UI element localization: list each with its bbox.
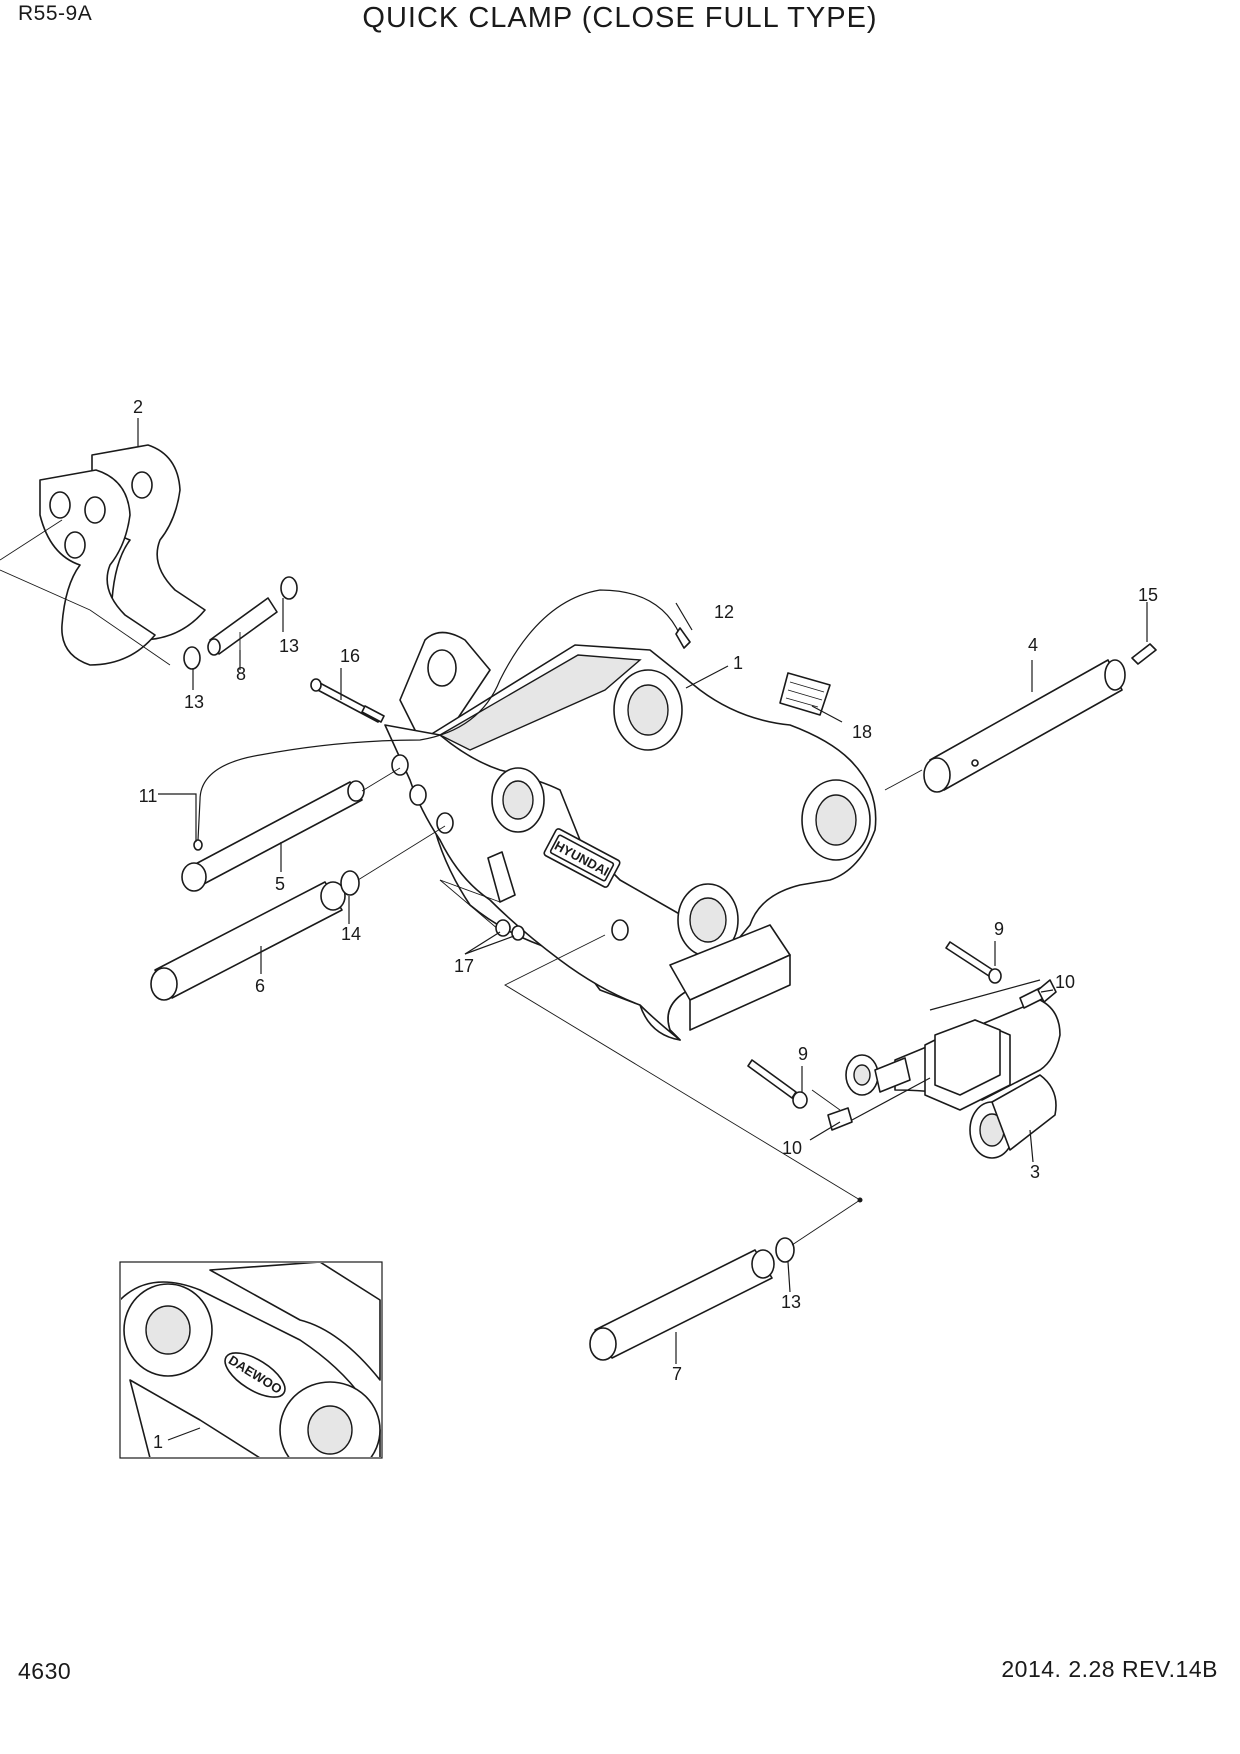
callout-9-upper: 9 bbox=[994, 919, 1004, 939]
callout-17: 17 bbox=[454, 956, 474, 976]
callout-2: 2 bbox=[133, 397, 143, 417]
callout-16: 16 bbox=[340, 646, 360, 666]
part-4-pin bbox=[884, 643, 1157, 793]
callout-18: 18 bbox=[852, 722, 872, 742]
inset-detail-box: DAEWOO bbox=[119, 1261, 383, 1459]
callout-5: 5 bbox=[275, 874, 285, 894]
callout-13-lower: 13 bbox=[781, 1292, 801, 1312]
revision-date: 2014. 2.28 REV.14B bbox=[1001, 1656, 1218, 1682]
part-8-short-pin bbox=[183, 576, 298, 670]
callout-14: 14 bbox=[341, 924, 361, 944]
callout-4: 4 bbox=[1028, 635, 1038, 655]
callout-1: 1 bbox=[733, 653, 743, 673]
callout-6: 6 bbox=[255, 976, 265, 996]
part-16-bolt bbox=[310, 678, 385, 723]
callout-13-upper-left: 13 bbox=[184, 692, 204, 712]
callout-8: 8 bbox=[236, 664, 246, 684]
callout-13-upper-right: 13 bbox=[279, 636, 299, 656]
callout-10-upper: 10 bbox=[1055, 972, 1075, 992]
part-18-label bbox=[779, 672, 831, 716]
part-11-wire-and-12-clip bbox=[193, 589, 691, 851]
part-7-pin bbox=[589, 1197, 863, 1361]
page-title: QUICK CLAMP (CLOSE FULL TYPE) bbox=[362, 2, 878, 34]
callout-15: 15 bbox=[1138, 585, 1158, 605]
part-1-clamp-body: HYUNDAI bbox=[384, 631, 877, 1201]
callout-labels: 2 13 13 8 16 12 1 4 15 18 11 5 14 6 17 9… bbox=[133, 397, 1158, 1452]
callout-10-lower: 10 bbox=[782, 1138, 802, 1158]
callout-9-lower: 9 bbox=[798, 1044, 808, 1064]
part-2-hook-plates bbox=[0, 444, 206, 666]
part-6-pin bbox=[150, 825, 446, 1001]
callout-1-inset: 1 bbox=[153, 1432, 163, 1452]
leader-lines bbox=[137, 418, 1148, 1441]
part-5-pin bbox=[181, 767, 401, 892]
callout-12: 12 bbox=[714, 602, 734, 622]
callout-3: 3 bbox=[1030, 1162, 1040, 1182]
part-3-cylinder bbox=[747, 941, 1061, 1159]
callout-11: 11 bbox=[139, 786, 158, 806]
page-number: 4630 bbox=[18, 1658, 72, 1684]
model-code: R55-9A bbox=[18, 2, 93, 25]
callout-7: 7 bbox=[672, 1364, 682, 1384]
